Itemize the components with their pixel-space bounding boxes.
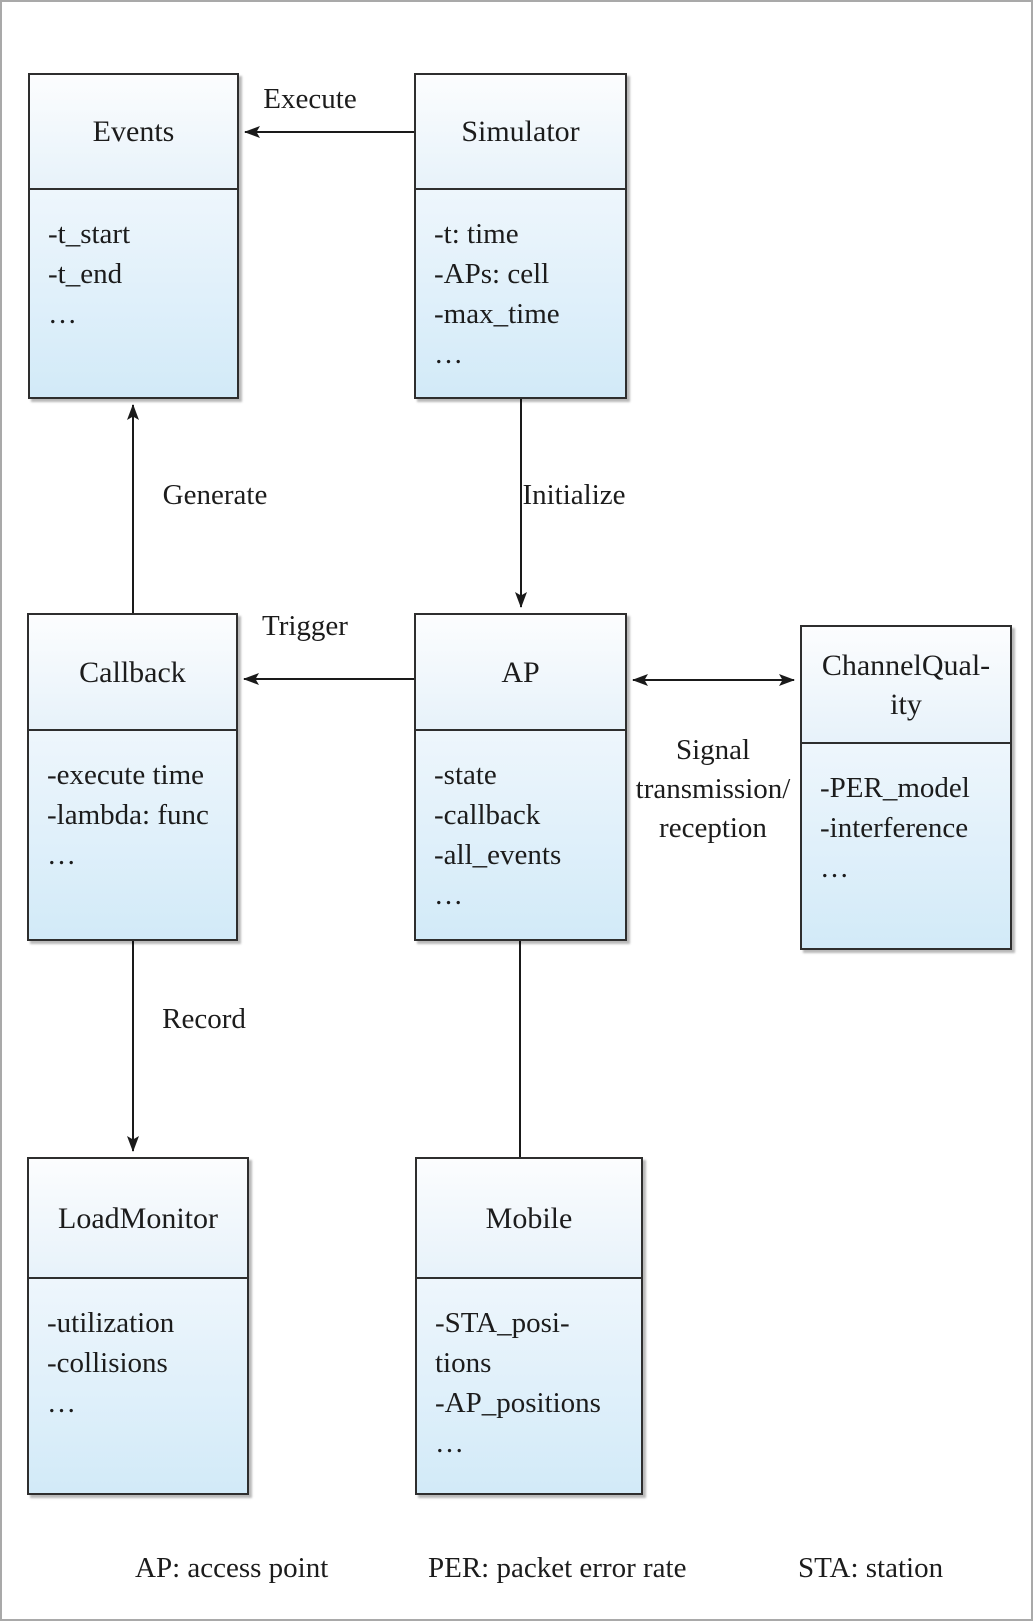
attribute: -APs: cell [434,258,550,290]
class-attributes: -state -callback -all_events … [416,729,625,939]
edge-label-trigger: Trigger [262,610,348,642]
attribute: -PER_model [820,772,970,804]
legend-item-ap: AP: access point [135,1552,329,1584]
class-attributes: -PER_model -interference … [802,742,1010,948]
class-box-callback: Callback -execute time -lambda: func … [27,613,238,941]
class-attributes: -STA_posi- tions -AP_positions … [417,1277,641,1493]
edge-label-signal-transmission-reception: Signal transmission/ reception [635,734,791,844]
attribute: … [434,338,463,370]
class-title: LoadMonitor [29,1159,247,1277]
class-box-channelquality: ChannelQual- ity -PER_model -interferenc… [800,625,1012,950]
abbreviation-legend: AP: access point PER: packet error rate … [0,1552,1033,1592]
class-attributes: -utilization -collisions … [29,1277,247,1493]
class-title: AP [416,615,625,729]
class-title: Events [30,75,237,188]
edge-label-generate: Generate [162,479,268,511]
legend-item-sta: STA: station [798,1552,944,1584]
class-title: Mobile [417,1159,641,1277]
class-box-mobile: Mobile -STA_posi- tions -AP_positions … [415,1157,643,1495]
attribute: -max_time [434,298,560,330]
edge-label-record: Record [162,1003,246,1035]
attribute: -STA_posi- tions [435,1307,570,1379]
class-box-loadmonitor: LoadMonitor -utilization -collisions … [27,1157,249,1495]
attribute: … [47,839,76,871]
attribute: -t: time [434,218,519,250]
class-box-events: Events -t_start -t_end … [28,73,239,399]
class-title: Simulator [416,75,625,188]
class-attributes: -t_start -t_end … [30,188,237,397]
attribute: -AP_positions [435,1387,601,1419]
attribute: -collisions [47,1347,168,1379]
attribute: -t_end [48,258,123,290]
attribute: -utilization [47,1307,175,1339]
class-box-ap: AP -state -callback -all_events … [414,613,627,941]
legend-item-per: PER: packet error rate [428,1552,687,1584]
attribute: -state [434,759,497,791]
attribute: … [47,1387,76,1419]
attribute: -t_start [48,218,131,250]
attribute: -all_events [434,839,562,871]
attribute: -lambda: func [47,799,209,831]
class-title: ChannelQual- ity [802,627,1010,742]
attribute: … [820,852,849,884]
class-box-simulator: Simulator -t: time -APs: cell -max_time … [414,73,627,399]
attribute: … [435,1427,464,1459]
attribute: -interference [820,812,969,844]
attribute: … [48,298,77,330]
edge-label-initialize: Initialize [522,479,626,511]
class-attributes: -execute time -lambda: func … [29,729,236,939]
class-title: Callback [29,615,236,729]
attribute: … [434,879,463,911]
attribute: -execute time [47,759,204,791]
attribute: -callback [434,799,541,831]
edge-label-execute: Execute [263,83,357,115]
class-attributes: -t: time -APs: cell -max_time … [416,188,625,397]
